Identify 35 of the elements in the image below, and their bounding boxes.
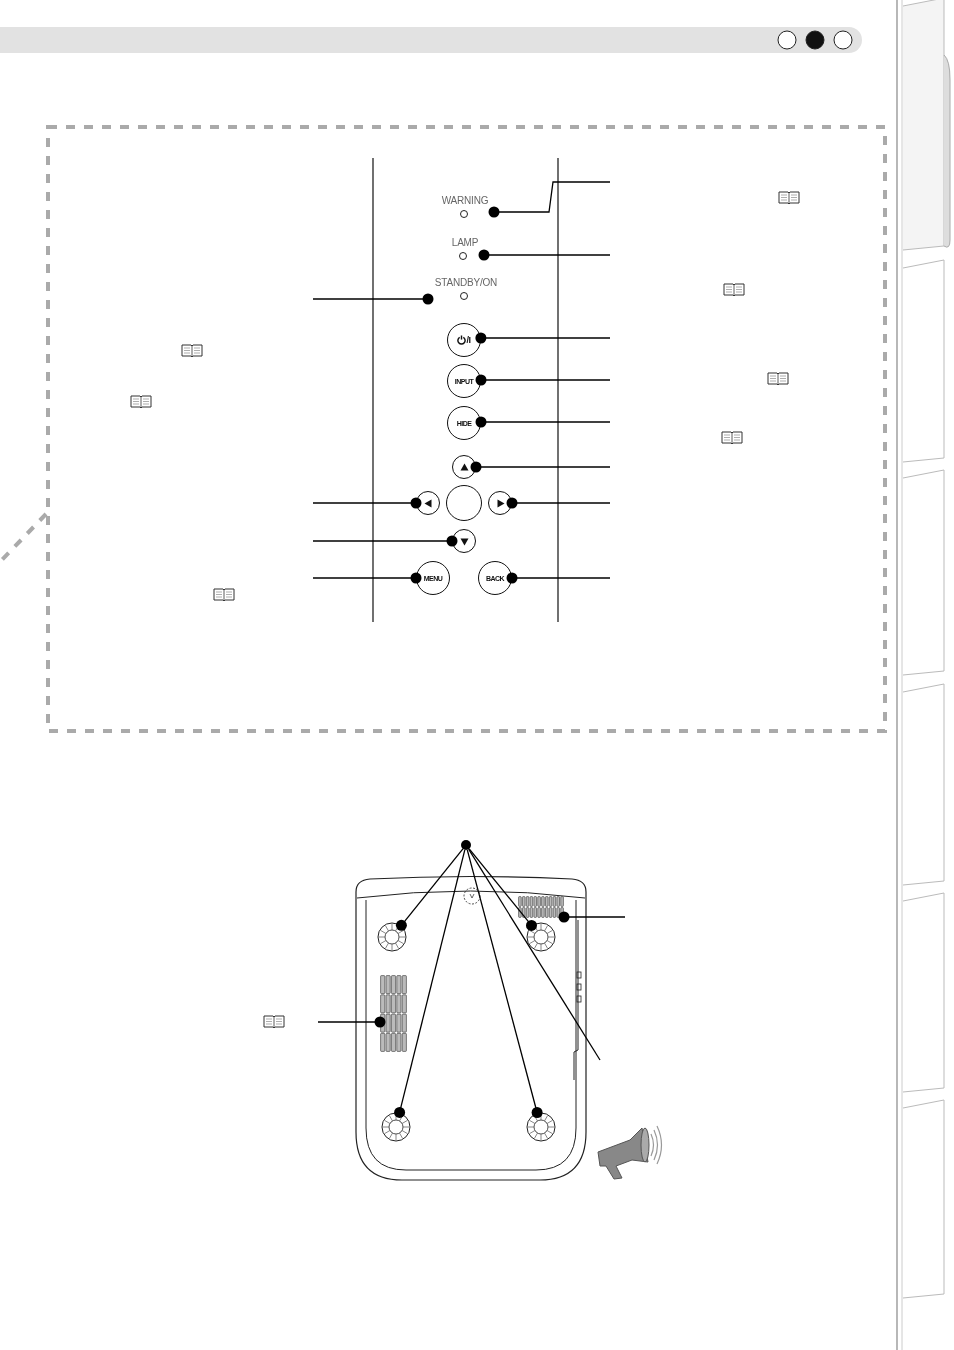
vent-grille — [518, 896, 564, 918]
rubber-foot — [381, 1112, 411, 1142]
leader-line — [312, 535, 458, 547]
leader-line — [506, 497, 611, 509]
leader-line — [312, 497, 422, 509]
arrow-button — [452, 455, 476, 479]
rubber-foot — [377, 922, 407, 952]
leader-line — [394, 849, 466, 1118]
indicator-label: STANDBY/ON — [434, 277, 498, 289]
leader-line — [475, 332, 611, 344]
leader-line — [467, 848, 601, 1061]
leader-line — [478, 249, 611, 261]
leader-line — [475, 374, 611, 386]
leader-line — [488, 181, 611, 218]
leader-line — [558, 911, 626, 923]
power-button: /I — [447, 323, 481, 357]
arrow-button — [416, 491, 440, 515]
leader-line — [312, 572, 422, 584]
rubber-foot — [526, 1112, 556, 1142]
leader-line — [475, 416, 611, 428]
leader-line — [468, 848, 537, 931]
rubber-foot — [526, 922, 556, 952]
leader-line — [312, 293, 434, 305]
callout-dot — [461, 840, 471, 850]
arrow-button — [488, 491, 512, 515]
leader-line — [470, 461, 611, 473]
leader-line — [466, 849, 543, 1118]
indicator-label: LAMP — [451, 237, 479, 249]
leader-line — [317, 1016, 386, 1028]
indicator-label: WARNING — [441, 195, 489, 207]
leader-line — [395, 848, 464, 931]
enter-button — [446, 485, 482, 521]
vent-grille — [380, 975, 407, 1052]
leader-line — [506, 572, 611, 584]
arrow-button — [452, 529, 476, 553]
